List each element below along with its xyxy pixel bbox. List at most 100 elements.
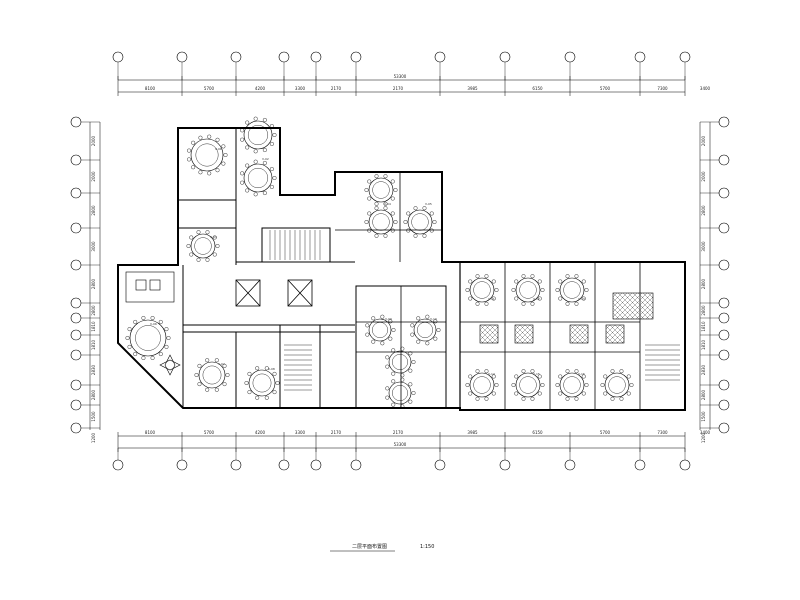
room-label: V-10 bbox=[430, 317, 437, 321]
grid-bubble bbox=[112, 51, 124, 63]
room-label: V-09 bbox=[385, 317, 392, 321]
round-table bbox=[385, 377, 416, 409]
round-table bbox=[364, 206, 398, 238]
round-table bbox=[364, 174, 398, 206]
grid-bubble bbox=[310, 459, 322, 471]
grid-bubble bbox=[718, 297, 730, 309]
dimension-value: 6150 bbox=[532, 430, 543, 435]
drawing-caption: 二层平面布置图 bbox=[352, 543, 387, 550]
round-table bbox=[511, 369, 545, 401]
grid-bubble bbox=[718, 349, 730, 361]
dimension-value: 3000 bbox=[701, 241, 706, 252]
building-walls bbox=[117, 127, 686, 411]
grid-bubble bbox=[434, 51, 446, 63]
round-table bbox=[600, 369, 634, 401]
dimension-value: 2170 bbox=[393, 430, 404, 435]
room-label: V-12 bbox=[533, 297, 540, 301]
dimension-value: 2000 bbox=[91, 171, 96, 182]
dimension-value: 1200 bbox=[91, 432, 96, 443]
grid-bubble bbox=[679, 459, 691, 471]
grid-bubble bbox=[564, 51, 576, 63]
right-dimension-texts: 2000200028003000280028001810181028302800… bbox=[701, 135, 706, 443]
dimension-value: 1500 bbox=[91, 411, 96, 422]
round-table bbox=[511, 274, 545, 306]
grid-bubble bbox=[718, 259, 730, 271]
round-table bbox=[555, 369, 589, 401]
dimension-value: 8100 bbox=[145, 430, 156, 435]
dimension-value: 7300 bbox=[657, 430, 668, 435]
grid-bubble bbox=[70, 259, 82, 271]
grid-bubble bbox=[499, 51, 511, 63]
grid-bubble bbox=[230, 459, 242, 471]
grid-bubble bbox=[70, 312, 82, 324]
round-table bbox=[240, 159, 277, 197]
grid-bubble bbox=[634, 51, 646, 63]
grid-bubble bbox=[70, 379, 82, 391]
grid-bubble bbox=[70, 297, 82, 309]
grid-bubble bbox=[176, 51, 188, 63]
total-dimension-bottom: 53300 bbox=[394, 442, 407, 447]
grid-bubble bbox=[350, 51, 362, 63]
dimension-value: 1810 bbox=[701, 321, 706, 332]
dimension-value: 2800 bbox=[91, 278, 96, 289]
dimension-value: 2800 bbox=[91, 205, 96, 216]
room-label: V-02 bbox=[262, 157, 269, 161]
dimension-value: 2830 bbox=[91, 364, 96, 375]
grid-bubble bbox=[499, 459, 511, 471]
grid-bubble bbox=[278, 459, 290, 471]
room-label: V-06 bbox=[150, 322, 157, 326]
dimension-value: 5700 bbox=[600, 430, 611, 435]
round-table bbox=[365, 314, 396, 346]
grid-bubble bbox=[70, 349, 82, 361]
dimension-value: 2800 bbox=[701, 205, 706, 216]
dimension-value: 3300 bbox=[295, 430, 306, 435]
dimension-value: 2000 bbox=[701, 171, 706, 182]
room-label: V-03 bbox=[210, 235, 217, 239]
dimension-value: 8100 bbox=[145, 86, 156, 91]
grid-bubble bbox=[564, 459, 576, 471]
grid-bubble bbox=[278, 51, 290, 63]
dimension-value: 5700 bbox=[204, 430, 215, 435]
dimension-value: 3000 bbox=[91, 241, 96, 252]
grid-bubble bbox=[718, 154, 730, 166]
grid-bubble bbox=[718, 187, 730, 199]
staircase-left bbox=[284, 344, 312, 391]
dimension-value: 1810 bbox=[91, 339, 96, 350]
grid-bubble bbox=[310, 51, 322, 63]
grid-axis-right bbox=[700, 116, 730, 434]
grid-axis-bottom bbox=[112, 448, 691, 471]
service-hatch bbox=[479, 292, 654, 344]
grid-bubble bbox=[718, 329, 730, 341]
room-label: V-16 bbox=[578, 372, 585, 376]
grid-bubble bbox=[718, 399, 730, 411]
total-dimension-top: 53300 bbox=[394, 74, 407, 79]
dimension-value: 2170 bbox=[331, 430, 342, 435]
dimension-value: 2000 bbox=[91, 135, 96, 146]
staircase-top bbox=[269, 230, 321, 260]
grid-bubble bbox=[350, 459, 362, 471]
dimension-value: 1200 bbox=[701, 432, 706, 443]
dimension-value: 5700 bbox=[204, 86, 215, 91]
grid-bubble bbox=[70, 116, 82, 128]
grid-bubble bbox=[70, 422, 82, 434]
room-label: V-14 bbox=[488, 372, 495, 376]
grid-bubble bbox=[230, 51, 242, 63]
grid-bubble bbox=[718, 116, 730, 128]
round-table bbox=[240, 116, 277, 154]
dimension-value: 4200 bbox=[255, 430, 266, 435]
dimension-value: 1810 bbox=[701, 339, 706, 350]
grid-bubble bbox=[718, 422, 730, 434]
dimension-value: 2800 bbox=[91, 305, 96, 316]
plant-icon bbox=[159, 354, 181, 376]
dimension-value: 2800 bbox=[91, 389, 96, 400]
dimension-value: 2800 bbox=[701, 305, 706, 316]
drawing-scale: 1:150 bbox=[420, 544, 434, 550]
round-table bbox=[410, 314, 441, 346]
grid-bubble bbox=[70, 154, 82, 166]
dimension-value: 2830 bbox=[701, 364, 706, 375]
dimension-value: 4200 bbox=[255, 86, 266, 91]
round-table bbox=[125, 316, 171, 360]
dimension-value: 2170 bbox=[331, 86, 342, 91]
